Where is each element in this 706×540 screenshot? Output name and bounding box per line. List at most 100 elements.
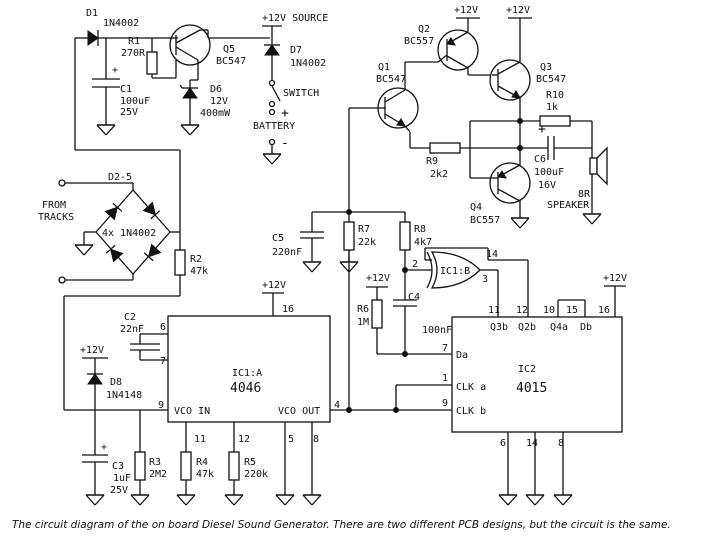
r7-value: 22k bbox=[358, 237, 376, 248]
q2-ref: Q2 bbox=[418, 24, 430, 35]
ic2-pin10: 10 bbox=[543, 305, 555, 316]
ground-symbol bbox=[130, 494, 150, 506]
c1-rating: 25V bbox=[120, 107, 138, 118]
r10-ref: R10 bbox=[546, 90, 564, 101]
r5-value: 220k bbox=[244, 469, 268, 480]
ic1b-gate: IC1:B 3 bbox=[424, 247, 489, 289]
r1-value: 270R bbox=[121, 48, 146, 59]
q2-value: BC557 bbox=[404, 36, 434, 47]
q3-value: BC547 bbox=[536, 74, 566, 85]
d25-value: 4x 1N4002 bbox=[102, 228, 156, 239]
d6-zener: D6 12V 400mW bbox=[179, 79, 231, 125]
gate-label: IC1:B bbox=[440, 266, 470, 277]
q3-supply-label: +12V bbox=[506, 5, 530, 16]
circuit-schematic: D1 1N4002 + C1 100uF 25V R1 270R Q5 BC54… bbox=[38, 5, 627, 506]
track-inputs: FROM TRACKS bbox=[38, 179, 180, 284]
r3-value: 2M2 bbox=[149, 469, 167, 480]
c6-ref: C6 bbox=[534, 154, 546, 165]
q2-transistor: Q2 BC557 bbox=[404, 24, 479, 71]
source-section: +12V SOURCE D7 1N4002 SWITCH + BATTERY - bbox=[253, 13, 328, 154]
ic2-supply-label: +12V bbox=[603, 273, 627, 284]
q4-value: BC557 bbox=[470, 215, 500, 226]
c4-capacitor: C4 100nF bbox=[393, 292, 452, 354]
ic2-pin8: 8 bbox=[558, 438, 564, 449]
ic2-part: 4015 bbox=[516, 381, 547, 396]
ic2-pin14-gate: 14 bbox=[486, 249, 498, 260]
ground-symbol bbox=[275, 494, 295, 506]
ground-symbol bbox=[525, 494, 545, 506]
ground-symbol bbox=[262, 153, 282, 165]
ic1a-part: 4046 bbox=[230, 381, 261, 396]
r8-value: 4k7 bbox=[414, 237, 432, 248]
r2-value: 47k bbox=[190, 266, 208, 277]
ground-symbol bbox=[176, 494, 196, 506]
d2-5-bridge: D2-5 4x 1N4002 bbox=[95, 172, 171, 280]
q5-transistor: Q5 BC547 bbox=[168, 24, 246, 67]
ic2-pin7: 7 bbox=[442, 343, 448, 354]
r3-ref: R3 bbox=[149, 457, 161, 468]
ic1a-vco-in: VCO IN bbox=[174, 406, 210, 417]
c1-ref: C1 bbox=[120, 84, 132, 95]
gate-pin2: 2 bbox=[412, 259, 418, 270]
r8-resistor: R8 4k7 bbox=[399, 212, 432, 270]
ic2-da: Da bbox=[456, 350, 468, 361]
ic2-q2b: Q2b bbox=[518, 322, 536, 333]
ground-symbol bbox=[96, 124, 116, 136]
r1-ref: R1 bbox=[128, 36, 140, 47]
c6-value: 100uF bbox=[534, 167, 564, 178]
source-label: +12V SOURCE bbox=[262, 13, 328, 24]
c4-value: 100nF bbox=[422, 325, 452, 336]
c3-value: 1uF bbox=[113, 473, 131, 484]
gate-pin3: 3 bbox=[482, 274, 488, 285]
r9-resistor: R9 2k2 bbox=[426, 142, 520, 180]
ic2-pin15: 15 bbox=[566, 305, 578, 316]
ic1a-vco-out: VCO OUT bbox=[278, 406, 320, 417]
battery-minus: - bbox=[281, 136, 289, 151]
c5-value: 220nF bbox=[272, 247, 302, 258]
ic1a-pin12: 12 bbox=[238, 434, 250, 445]
ic2-db: Db bbox=[580, 322, 592, 333]
ground-symbol bbox=[582, 213, 602, 225]
ic2-q3b: Q3b bbox=[490, 322, 508, 333]
ic2-clka: CLK a bbox=[456, 382, 486, 393]
switch-label: SWITCH bbox=[283, 88, 319, 99]
ground-symbol bbox=[302, 494, 322, 506]
tracks-label-2: TRACKS bbox=[38, 212, 74, 223]
ic1a-pin11: 11 bbox=[194, 434, 206, 445]
c6-capacitor: + C6 100uF 16V bbox=[520, 122, 592, 191]
ic2-4015: IC2 4015 Q3b Q2b Q4a Db Da CLK a CLK b 7… bbox=[442, 305, 623, 449]
speaker-label: SPEAKER bbox=[547, 200, 590, 211]
c1-value: 100uF bbox=[120, 96, 150, 107]
c6-polarity: + bbox=[538, 122, 546, 137]
ic1a-pin9: 9 bbox=[158, 400, 164, 411]
r9-value: 2k2 bbox=[430, 169, 448, 180]
c2-value: 22nF bbox=[120, 324, 144, 335]
d7-value: 1N4002 bbox=[290, 58, 326, 69]
q2-supply-label: +12V bbox=[454, 5, 478, 16]
battery-label: BATTERY bbox=[253, 121, 295, 132]
r4-ref: R4 bbox=[196, 457, 208, 468]
ic1a-supply-label: +12V bbox=[262, 280, 286, 291]
ic2-pin12: 12 bbox=[516, 305, 528, 316]
tracks-label-1: FROM bbox=[42, 200, 66, 211]
c2-ref: C2 bbox=[124, 312, 136, 323]
q4-transistor: Q4 BC557 bbox=[470, 162, 531, 226]
c3-rating: 25V bbox=[110, 485, 128, 496]
ic1a-name: IC1:A bbox=[232, 368, 262, 379]
ground-symbol bbox=[180, 124, 200, 136]
r6-value: 1M bbox=[357, 317, 369, 328]
d8-ref: D8 bbox=[110, 377, 122, 388]
ground-symbol bbox=[510, 217, 530, 229]
c4-ref: C4 bbox=[408, 292, 420, 303]
r5-resistor: R5 220k bbox=[228, 422, 268, 495]
r7-ref: R7 bbox=[358, 224, 370, 235]
ground-symbol bbox=[224, 494, 244, 506]
ic2-links: +12V bbox=[557, 273, 627, 317]
ground-symbol bbox=[553, 494, 573, 506]
d25-ref: D2-5 bbox=[108, 172, 132, 183]
d6-rating: 400mW bbox=[200, 108, 231, 119]
d8-diode: +12V D8 1N4148 bbox=[80, 345, 142, 410]
c1-capacitor: + C1 100uF 25V bbox=[92, 65, 150, 125]
c6-rating: 16V bbox=[538, 180, 556, 191]
ic2-pin16: 16 bbox=[598, 305, 610, 316]
